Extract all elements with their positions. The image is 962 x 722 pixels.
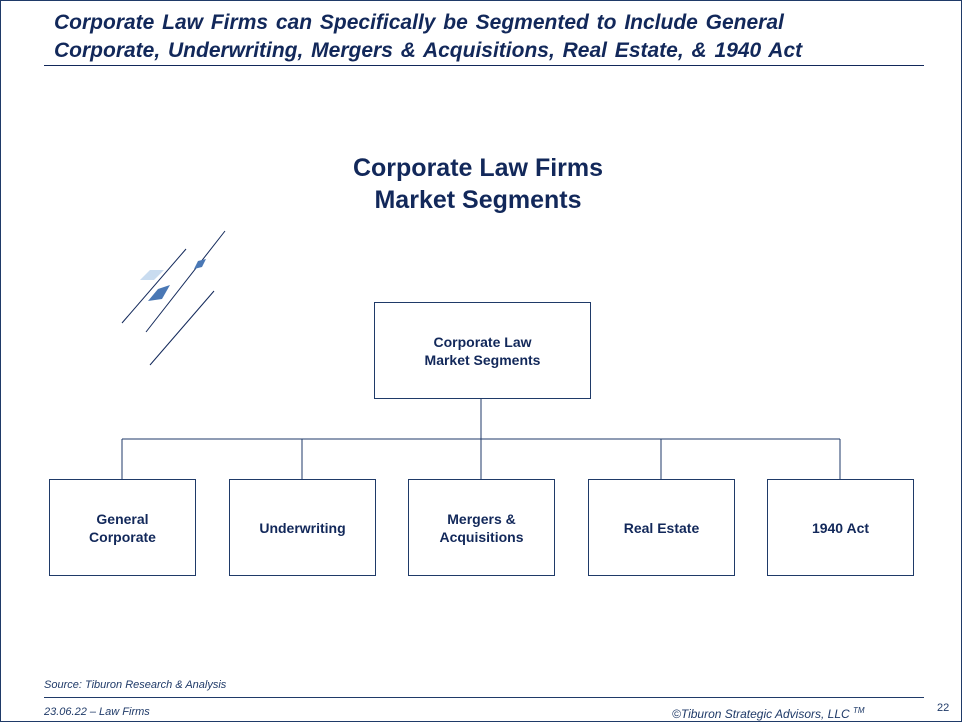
trademark-mark: TM: [853, 706, 865, 715]
slide-title: Corporate Law Firms can Specifically be …: [54, 9, 924, 65]
page-number: 22: [937, 702, 950, 714]
slide-title-line-1: Corporate Law Firms can Specifically be …: [54, 11, 784, 34]
footer-date-topic: 23.06.22 – Law Firms: [44, 706, 150, 718]
root-node-line-1: Corporate Law: [433, 333, 532, 350]
segment-box-1940-act: 1940 Act: [767, 479, 914, 576]
segment-box-mergers-acquisitions: Mergers & Acquisitions: [408, 479, 555, 576]
segment-label-line-1: Real Estate: [623, 519, 700, 536]
segment-label-line-1: Underwriting: [259, 519, 346, 536]
diagram-heading-line-2: Market Segments: [374, 186, 582, 214]
decor-light-diamond: [140, 270, 164, 280]
segment-label-line-2: Acquisitions: [439, 528, 524, 545]
segment-box-general-corporate: General Corporate: [49, 479, 196, 576]
copyright-text: ©Tiburon Strategic Advisors, LLC: [672, 707, 850, 721]
decor-line-2: [145, 230, 226, 333]
segment-label-line-1: General: [96, 510, 149, 527]
segment-label-line-1: 1940 Act: [811, 519, 870, 536]
segment-label-line-2: Corporate: [89, 528, 156, 545]
slide-title-line-2: Corporate, Underwriting, Mergers & Acqui…: [54, 39, 803, 62]
footer-divider: [44, 697, 924, 698]
footer-copyright: ©Tiburon Strategic Advisors, LLC TM: [672, 706, 865, 721]
decor-blue-diamond: [148, 285, 170, 301]
decor-small-diamond: [194, 259, 206, 269]
root-node-box: Corporate Law Market Segments: [374, 302, 591, 399]
decor-line-1: [121, 248, 187, 324]
segment-box-real-estate: Real Estate: [588, 479, 735, 576]
diagram-heading-line-1: Corporate Law Firms: [352, 154, 604, 182]
diagram-heading: Corporate Law Firms Market Segments: [278, 152, 678, 216]
decorative-lines-graphic: [121, 230, 226, 366]
title-divider: [44, 65, 924, 66]
decor-line-3: [149, 290, 215, 366]
root-node-line-2: Market Segments: [424, 351, 541, 368]
segment-box-underwriting: Underwriting: [229, 479, 376, 576]
source-note: Source: Tiburon Research & Analysis: [44, 679, 227, 691]
segment-label-line-1: Mergers &: [447, 510, 516, 527]
